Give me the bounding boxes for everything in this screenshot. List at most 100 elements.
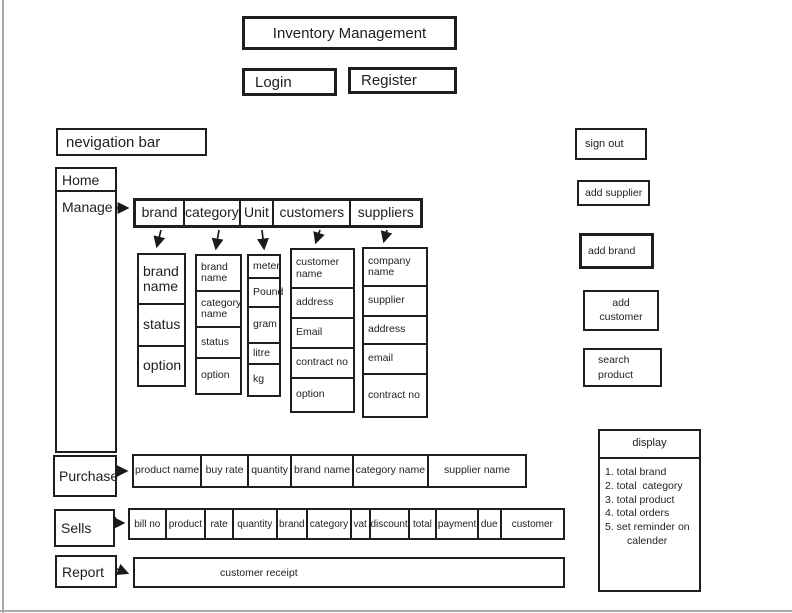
brand-field-status[interactable]: status (139, 305, 184, 347)
page-title-label: Inventory Management (272, 24, 427, 42)
add-customer-button[interactable]: add customer (583, 290, 659, 331)
purchase-col-supplier-name: supplier name (444, 464, 510, 477)
unit-option-pound[interactable]: Pound (249, 279, 283, 308)
nav-item-home-label: Home (62, 171, 100, 188)
customer-receipt-box: customer receipt (133, 557, 565, 588)
customer-field-name[interactable]: customer name (292, 250, 353, 289)
nav-item-manage[interactable]: Manage (55, 190, 117, 453)
display-item-total-product: 3. total product (605, 493, 675, 506)
customer-field-email[interactable]: Email (292, 319, 353, 349)
purchase-col-quantity: quantity (249, 456, 293, 486)
arrow-brand-down (153, 229, 166, 249)
manage-menu-item-customers[interactable]: customers (274, 201, 352, 225)
nav-item-home[interactable]: Home (55, 167, 117, 192)
sells-col-bill-no: bill no (130, 510, 167, 538)
purchase-col-category-name: category name (354, 456, 429, 486)
sells-col-product: product (167, 510, 207, 538)
arrow-sells-to-row (113, 516, 126, 529)
category-field-option[interactable]: option (201, 369, 230, 382)
sells-col-total: total (410, 510, 438, 538)
display-item-calender: calender (627, 534, 668, 547)
sells-col-brand: brand (278, 510, 309, 538)
register-button-label: Register (361, 72, 417, 89)
left-edge-line (2, 0, 4, 613)
supplier-field-company-name[interactable]: company name (364, 249, 426, 287)
sells-col-payment: payment (437, 510, 479, 538)
display-item-total-orders: 4. total orders (605, 507, 670, 520)
add-customer-label: add customer (599, 296, 643, 323)
purchase-col-product-name: product name (134, 456, 203, 486)
sells-col-customer: customer (511, 518, 553, 530)
category-field-brand-name[interactable]: brand name (197, 256, 240, 292)
purchase-col-buy-rate: buy rate (202, 456, 249, 486)
arrow-suppliers-down (380, 229, 393, 244)
nav-item-report-label: Report (62, 563, 105, 580)
unit-option-meter[interactable]: meter (249, 256, 280, 279)
unit-submenu: meter Pound gram litre kg (247, 254, 283, 397)
purchase-col-brand-name: brand name (292, 456, 354, 486)
customers-submenu: customer name address Email contract no … (290, 248, 355, 413)
sells-col-due: due (479, 510, 502, 538)
manage-menu-row: brand category Unit customers suppliers (133, 198, 423, 228)
navigation-bar-label-box: nevigation bar (56, 128, 207, 156)
search-product-button[interactable]: search product (583, 348, 662, 387)
nav-item-sells[interactable]: Sells (54, 509, 115, 547)
supplier-field-supplier[interactable]: supplier (364, 287, 426, 317)
add-supplier-button[interactable]: add supplier (577, 180, 650, 206)
arrow-customers-down (313, 229, 325, 245)
login-button-label: Login (255, 73, 292, 91)
manage-menu-item-unit[interactable]: Unit (241, 201, 275, 225)
manage-menu-item-suppliers[interactable]: suppliers (357, 204, 414, 221)
arrow-unit-down (257, 229, 269, 251)
display-panel-title: display (600, 431, 699, 459)
nav-item-sells-label: Sells (61, 520, 92, 536)
sells-col-category: category (308, 510, 352, 538)
navigation-bar-label: nevigation bar (66, 133, 161, 151)
search-product-label: search product (598, 354, 634, 381)
brand-field-name[interactable]: brand name (139, 255, 184, 305)
purchase-fields-row: product name buy rate quantity brand nam… (132, 454, 527, 488)
sells-col-rate: rate (206, 510, 234, 538)
brand-field-option[interactable]: option (143, 357, 182, 374)
nav-item-report[interactable]: Report (55, 555, 117, 588)
customer-receipt-label: customer receipt (220, 566, 298, 579)
unit-option-gram[interactable]: gram (249, 308, 279, 344)
sign-out-label: sign out (585, 138, 624, 150)
display-panel-list: 1. total brand 2. total category 3. tota… (600, 459, 699, 549)
add-supplier-label: add supplier (585, 187, 643, 199)
display-item-total-brand: 1. total brand (605, 466, 667, 478)
sells-col-discount: discount (370, 510, 410, 538)
display-item-total-category: 2. total category (605, 479, 683, 492)
unit-option-kg[interactable]: kg (253, 373, 265, 386)
customer-field-contract-no[interactable]: contract no (292, 349, 353, 379)
sign-out-button[interactable]: sign out (575, 128, 647, 160)
sells-fields-row: bill no product rate quantity brand cate… (128, 508, 565, 540)
add-brand-button[interactable]: add brand (579, 233, 654, 269)
add-brand-label: add brand (588, 245, 636, 257)
login-button[interactable]: Login (242, 68, 337, 96)
category-field-category-name[interactable]: category name (197, 292, 241, 328)
unit-option-litre[interactable]: litre (249, 344, 279, 365)
supplier-field-email[interactable]: email (364, 345, 426, 375)
display-item-set-reminder: 5. set reminder on (605, 521, 690, 534)
nav-item-purchase-label: Purchase (59, 468, 119, 484)
arrow-category-down (211, 229, 224, 251)
manage-menu-item-brand[interactable]: brand (136, 201, 185, 225)
nav-item-purchase[interactable]: Purchase (53, 455, 119, 497)
bottom-edge-line (0, 610, 792, 612)
brand-submenu: brand name status option (137, 253, 186, 387)
register-button[interactable]: Register (348, 67, 457, 94)
sells-col-quantity: quantity (234, 510, 278, 538)
category-field-status[interactable]: status (197, 328, 240, 359)
page-title: Inventory Management (242, 16, 457, 50)
display-panel: display 1. total brand 2. total category… (598, 429, 701, 592)
supplier-field-contract-no[interactable]: contract no (368, 388, 420, 401)
arrow-report-to-receipt (115, 563, 130, 575)
manage-menu-item-category[interactable]: category (185, 201, 241, 225)
customer-field-option[interactable]: option (296, 388, 325, 401)
sells-col-vat: vat (352, 510, 371, 538)
customer-field-address[interactable]: address (292, 289, 353, 319)
category-submenu: brand name category name status option (195, 254, 242, 395)
supplier-field-address[interactable]: address (364, 317, 426, 345)
